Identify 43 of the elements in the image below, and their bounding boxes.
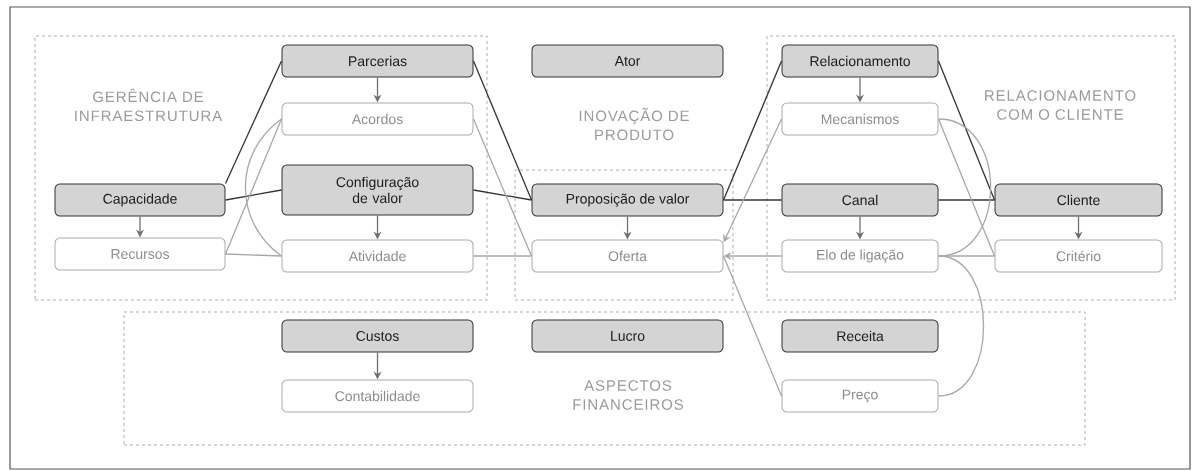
detail-box: Preço bbox=[781, 379, 939, 413]
concept-box: Ator bbox=[531, 44, 724, 78]
section-frame bbox=[514, 169, 734, 301]
detail-box: Contabilidade bbox=[281, 379, 474, 413]
connector-line bbox=[937, 60, 996, 201]
section-heading: INOVAÇÃO DE PRODUTO bbox=[579, 107, 689, 141]
connector-line bbox=[472, 60, 533, 201]
detail-box: Oferta bbox=[531, 239, 724, 273]
connector-line bbox=[224, 118, 283, 255]
detail-box: Elo de ligação bbox=[781, 239, 939, 273]
connector-line bbox=[722, 60, 783, 201]
section-heading: ASPECTOS FINANCEIROS bbox=[573, 380, 684, 410]
section-heading: RELACIONAMENTO COM O CLIENTE bbox=[985, 90, 1136, 120]
detail-box: Atividade bbox=[281, 239, 474, 273]
concept-box: Parcerias bbox=[281, 44, 474, 78]
detail-box: Acordos bbox=[281, 102, 474, 136]
connector-line bbox=[472, 189, 533, 201]
connector-line bbox=[224, 253, 283, 257]
concept-box: Capacidade bbox=[54, 183, 226, 217]
connector-line bbox=[472, 255, 533, 257]
connector-line bbox=[937, 199, 996, 201]
detail-box: Recursos bbox=[54, 237, 226, 271]
concept-box: Custos bbox=[281, 319, 474, 353]
concept-box: Cliente bbox=[994, 183, 1163, 217]
concept-box: Receita bbox=[781, 319, 939, 353]
connector-line bbox=[244, 118, 283, 257]
section-frame bbox=[766, 35, 1176, 301]
concept-box: Proposição de valor bbox=[531, 183, 724, 217]
connector-line bbox=[722, 255, 783, 397]
connector-line bbox=[224, 60, 283, 185]
connector-line bbox=[937, 255, 985, 397]
detail-box: Critério bbox=[994, 239, 1163, 273]
connector-line bbox=[472, 118, 533, 257]
concept-box: Lucro bbox=[531, 319, 724, 353]
concept-box: Relacionamento bbox=[781, 44, 939, 78]
section-heading: GERÊNCIA DE INFRAESTRUTURA bbox=[75, 88, 223, 122]
connector-line bbox=[224, 189, 283, 201]
section-frame bbox=[34, 35, 488, 301]
detail-box: Mecanismos bbox=[781, 102, 939, 136]
section-frame bbox=[123, 311, 1086, 446]
concept-box: Canal bbox=[781, 183, 939, 217]
concept-box: Configuração de valor bbox=[281, 164, 474, 216]
connector-line bbox=[722, 199, 783, 201]
